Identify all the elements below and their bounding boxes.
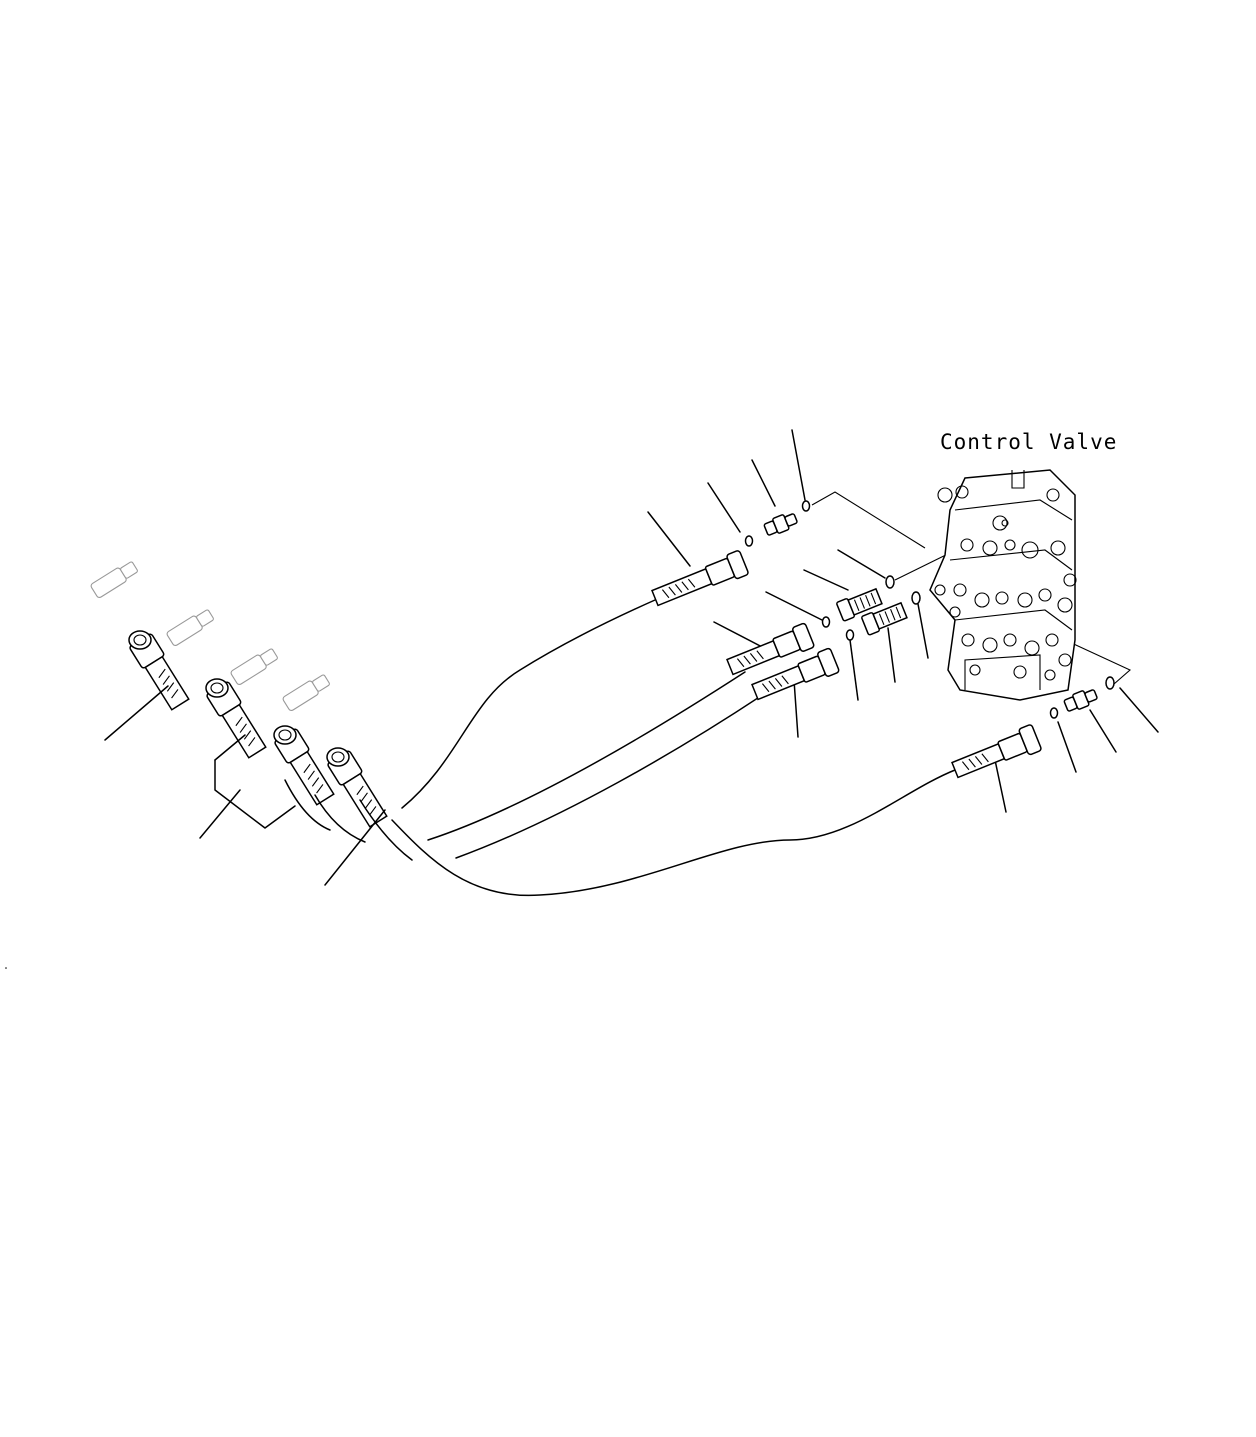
hose-end-left-1	[128, 630, 190, 711]
hose-end-left-3	[273, 725, 335, 806]
hose-tails-left	[284, 779, 413, 861]
o-rings	[744, 500, 1115, 719]
group-bracket	[199, 734, 296, 839]
leader-lines	[104, 429, 1159, 886]
hose-lines	[391, 599, 956, 897]
connector-2	[861, 601, 908, 636]
control-valve-block	[929, 469, 1077, 701]
union-adapter-upper	[763, 513, 798, 536]
hose-fitting-middle-2	[751, 647, 840, 701]
ghost-fittings-left	[90, 561, 330, 711]
hose-fitting-upper	[651, 550, 749, 607]
hose-end-left-2	[205, 678, 267, 759]
stray-mark	[5, 967, 7, 969]
connector-1	[836, 587, 883, 622]
union-adapter-lower	[1063, 689, 1098, 712]
hose-fitting-lower	[951, 724, 1042, 779]
hose-end-left-4	[326, 747, 388, 828]
hose-fitting-middle-1	[726, 622, 815, 676]
control-valve-label: Control Valve	[940, 430, 1118, 454]
